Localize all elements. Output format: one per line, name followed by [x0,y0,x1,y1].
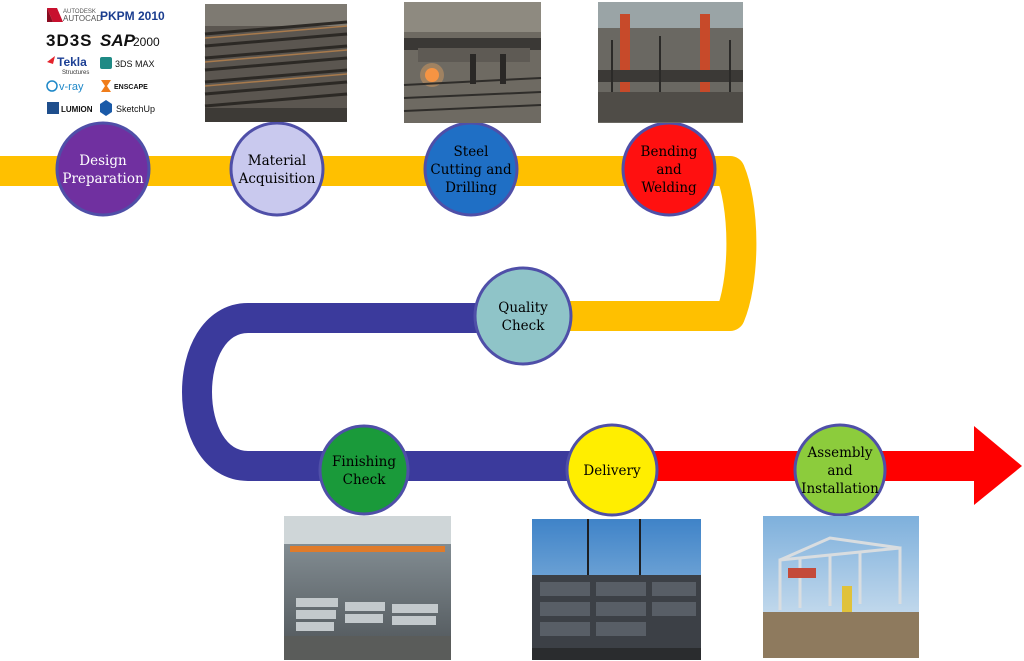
delivery-loading-photo [532,519,701,660]
stage-node-label-line: Check [502,318,546,334]
tekla-logo: Tekla Structures [47,55,89,76]
stage-node-circle [55,121,151,217]
flow-path-blue-segment [182,303,612,481]
welding-line-photo [598,2,743,123]
stage-node-label-line: Welding [641,180,697,196]
flow-path-yellow-segment [0,156,757,331]
stage-node-label-line: Acquisition [238,171,316,187]
steel-plates-photo [204,4,348,122]
vray-logo-text: v-ray [59,81,84,93]
stage-node-label-line: Assembly [807,445,873,461]
sap2000-logo: SAP 2000 [100,31,160,50]
vray-logo: v-ray [46,80,84,93]
sap2000-logo-main: SAP [100,31,136,50]
stage-node-label-line: Bending [641,144,698,160]
sap2000-logo-suffix: 2000 [133,35,160,49]
enscape-logo: ENSCAPE [101,80,148,92]
stage-node-label: Delivery [583,463,641,479]
stage-node-label-line: and [656,162,682,178]
lumion-logo-text: LUMION [61,105,93,114]
stage-node-label-line: Finishing [332,454,396,470]
sketchup-logo-text: SketchUp [116,104,155,114]
autocad-logo-line1: AUTODESK [63,9,96,15]
stage-node-label-line: Preparation [62,171,144,187]
software-logo-grid: AUTODESK AUTOCAD PKPM 2010 3D3S SAP 2000… [46,8,165,116]
3dsmax-logo: 3DS MAX [100,57,155,69]
cutting-machine-photo [403,2,542,123]
stage-node-circle [318,424,410,516]
stage-node-circle [229,121,325,217]
stage-node-label-line: Cutting and [430,162,512,178]
stage-node-circle [565,423,659,517]
tekla-logo-main: Tekla [57,55,87,69]
stage-node-circle [793,423,887,517]
stage-node-label-line: Steel [454,144,489,160]
stage-node-label-line: and [827,463,853,479]
stage-node-label-line: Delivery [583,463,641,479]
stage-node-label-line: Check [343,472,387,488]
autocad-logo-line2: AUTOCAD [63,14,102,23]
enscape-logo-text: ENSCAPE [114,84,148,91]
autocad-logo: AUTODESK AUTOCAD [47,8,102,23]
stage-node-label-line: Material [248,153,306,169]
stage-node-label-line: Drilling [445,180,497,196]
3dsmax-logo-text: 3DS MAX [115,59,155,69]
lumion-logo: LUMION [47,102,93,114]
stage-node-label-line: Design [79,153,127,169]
tekla-logo-sub: Structures [62,70,89,76]
stage-node-delivery: Delivery [565,423,659,517]
pkpm-logo: PKPM 2010 [100,9,165,23]
stage-node-circle [473,266,573,366]
stage-node-label-line: Installation [801,481,879,497]
stage-node-label-line: Quality [498,300,548,316]
flow-arrow-head [974,426,1022,505]
sketchup-logo: SketchUp [100,100,155,116]
steel-frame-installation-photo [763,516,919,658]
3d3s-logo: 3D3S [46,31,93,50]
finished-beams-photo [284,516,451,660]
